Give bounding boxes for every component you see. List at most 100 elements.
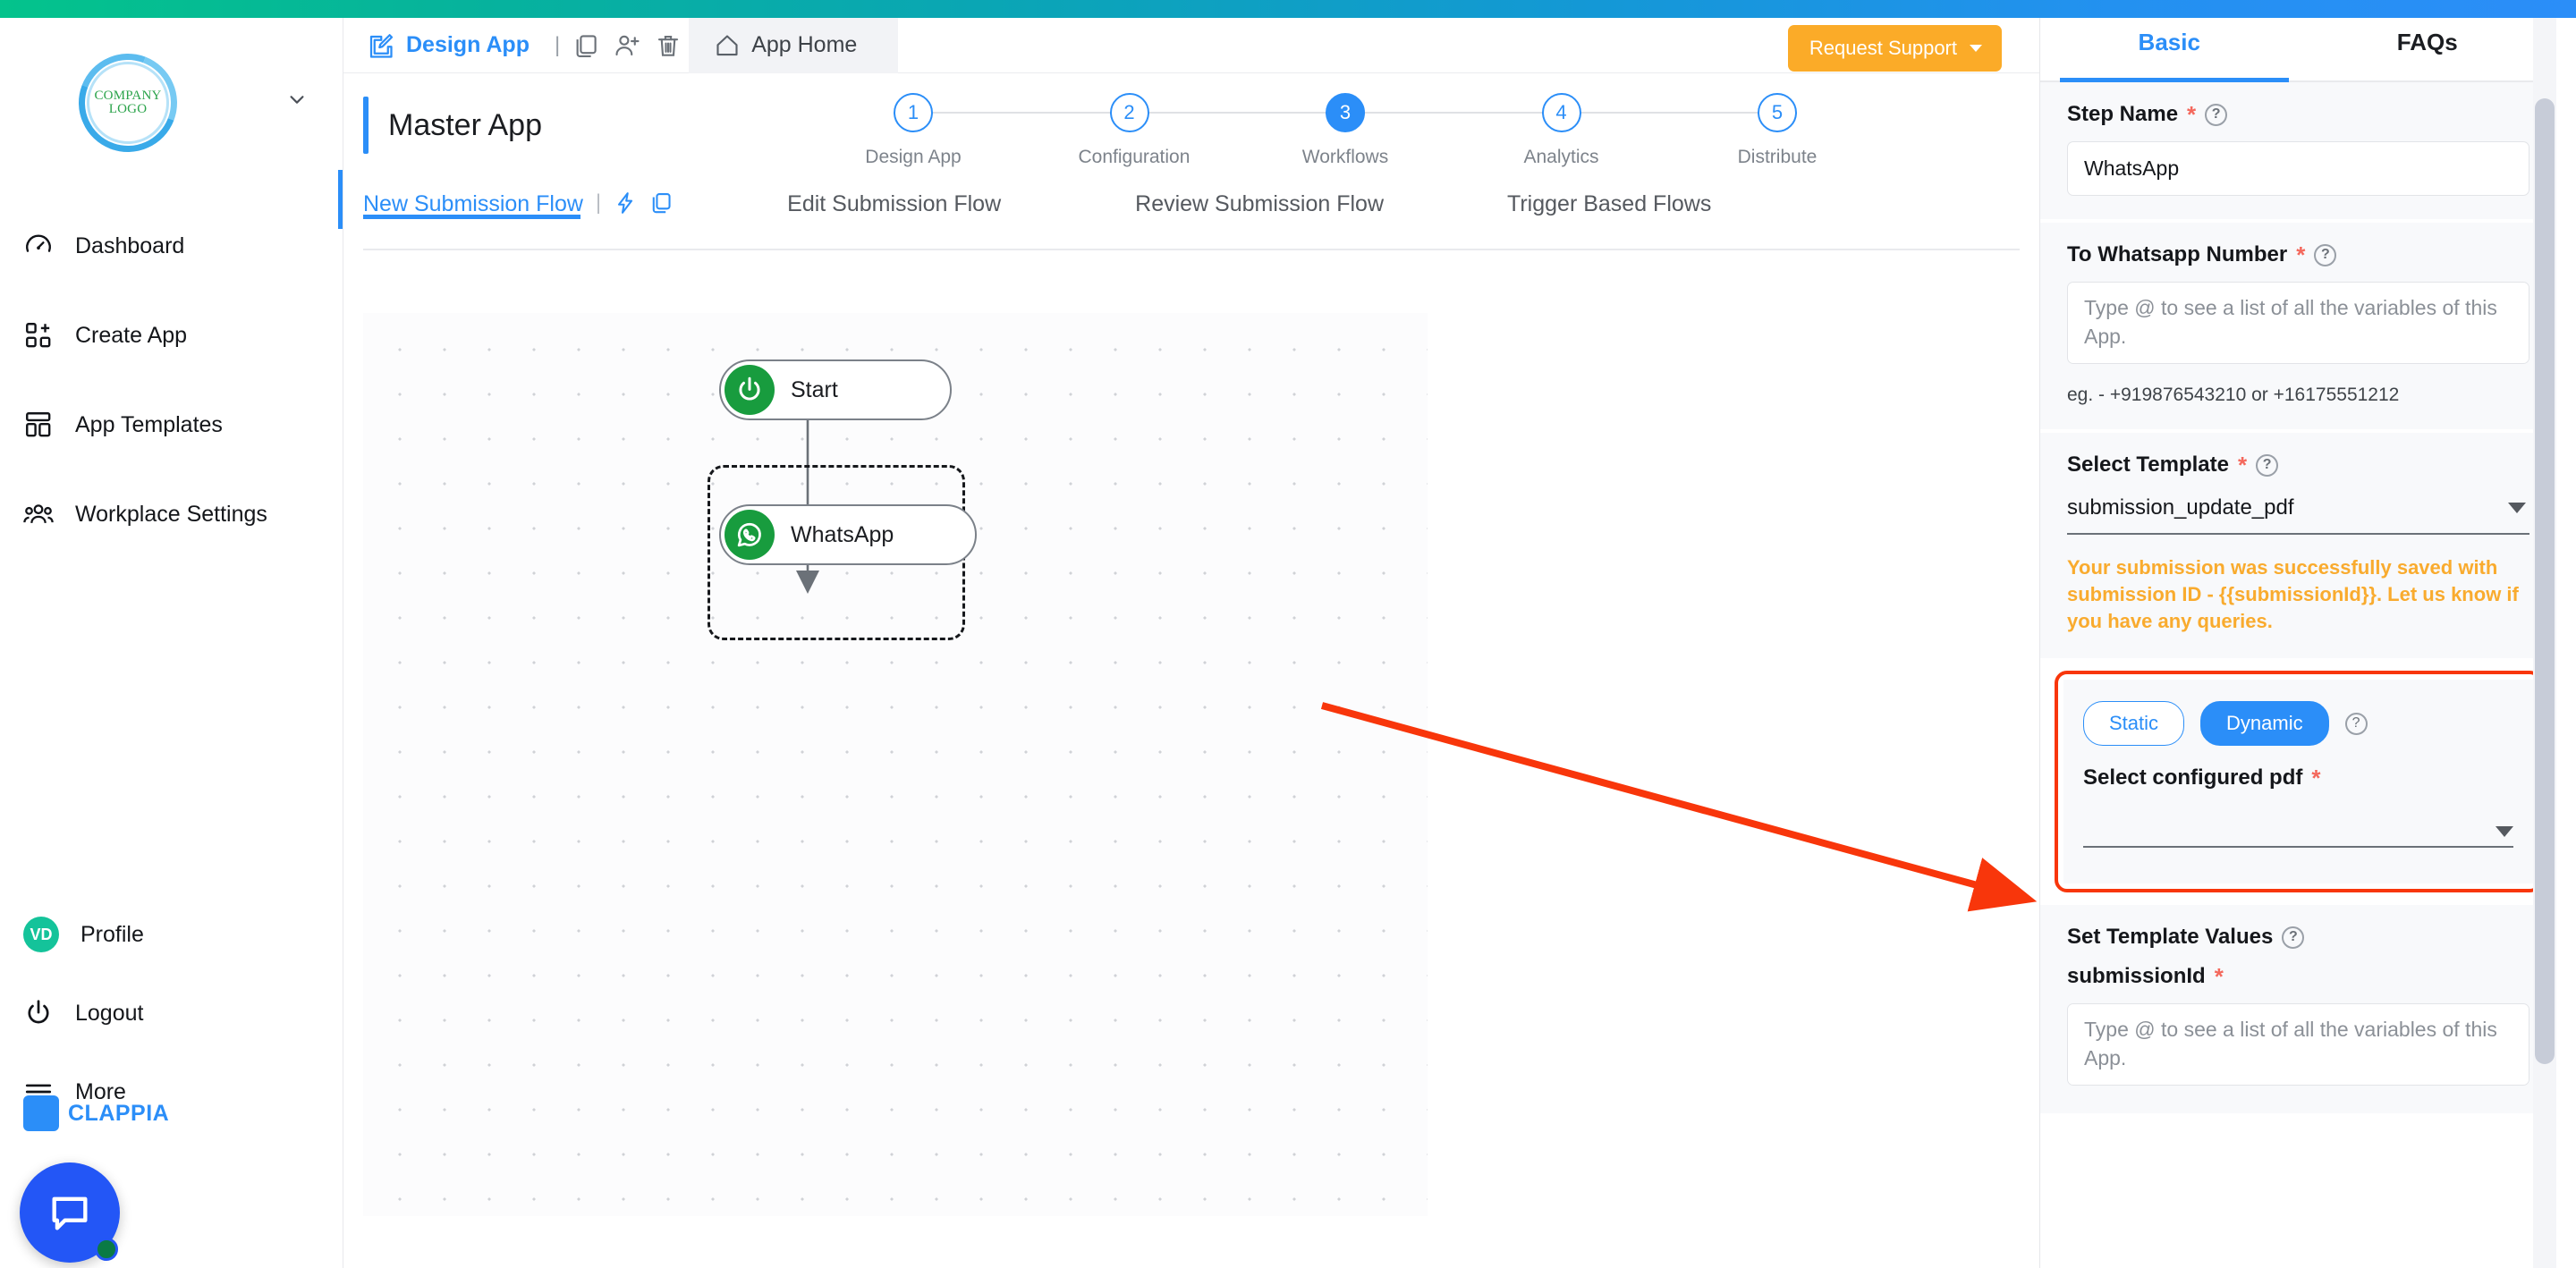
- panel-scrollbar-thumb[interactable]: [2535, 98, 2555, 1064]
- sidebar-item-label: Profile: [80, 921, 144, 947]
- sidebar-item-label: Logout: [75, 1000, 144, 1026]
- tab-review-submission-flow[interactable]: Review Submission Flow: [1135, 191, 1385, 216]
- step-name-input[interactable]: [2067, 141, 2529, 196]
- app-toolbar: Design App | App Home Request Support: [343, 17, 2039, 73]
- chevron-down-icon: [1970, 45, 1982, 52]
- field-set-template-values: Set Template Values ? submissionId *: [2040, 905, 2556, 1113]
- wizard-stepper: 1 Design App 2 Configuration 3 Workflows…: [862, 93, 1828, 168]
- app-home-label: App Home: [751, 32, 858, 57]
- tab-new-submission-flow[interactable]: New Submission Flow: [363, 191, 583, 216]
- help-icon[interactable]: ?: [2205, 103, 2228, 126]
- left-sidebar: COMPANY LOGO Dashboard Create App App Te…: [0, 18, 343, 1268]
- stepper-row: Master App 1 Design App 2 Configuration …: [343, 73, 2039, 188]
- title-accent-bar: [363, 97, 369, 154]
- design-app-label: Design App: [406, 32, 530, 57]
- flow-tabs: New Submission Flow | Edit Submission Fl…: [363, 188, 2020, 250]
- home-icon: [716, 34, 738, 55]
- sidebar-scroll-indicator[interactable]: [338, 170, 343, 229]
- step-config-panel: Basic FAQs Step Name * ? To Whatsapp Num…: [2039, 18, 2556, 1268]
- field-select-template: Select Template * ? submission_update_pd…: [2040, 433, 2556, 658]
- page-title: Master App: [363, 97, 542, 154]
- node-label: Start: [791, 376, 838, 402]
- toolbar-separator: |: [554, 32, 561, 57]
- node-start[interactable]: Start: [719, 359, 952, 420]
- select-template-dropdown[interactable]: submission_update_pdf: [2067, 492, 2529, 535]
- step-connector: [913, 112, 1130, 114]
- step-number[interactable]: 1: [894, 93, 933, 132]
- tab-basic[interactable]: Basic: [2138, 29, 2200, 55]
- chevron-down-icon[interactable]: [287, 89, 307, 109]
- sidebar-item-app-templates[interactable]: App Templates: [0, 402, 343, 447]
- panel-body: Step Name * ? To Whatsapp Number * ? eg.…: [2040, 82, 2556, 1113]
- step-distribute[interactable]: 5 Distribute: [1726, 93, 1828, 168]
- tab-trigger-based-flows[interactable]: Trigger Based Flows: [1507, 191, 1712, 216]
- add-user-icon[interactable]: [614, 32, 640, 59]
- whatsapp-number-hint: eg. - +919876543210 or +16175551212: [2067, 385, 2400, 405]
- sidebar-item-profile[interactable]: VD Profile: [0, 912, 343, 957]
- select-configured-pdf-dropdown[interactable]: [2083, 796, 2513, 848]
- step-number[interactable]: 4: [1541, 93, 1581, 132]
- active-tab-underline: [363, 215, 580, 219]
- step-number[interactable]: 5: [1758, 93, 1797, 132]
- set-template-values-label: Set Template Values: [2067, 925, 2274, 949]
- field-step-name: Step Name * ?: [2040, 82, 2556, 219]
- sidebar-item-label: App Templates: [75, 411, 223, 437]
- step-design-app[interactable]: 1 Design App: [862, 93, 1130, 168]
- required-marker: *: [2214, 963, 2224, 990]
- request-support-label: Request Support: [1809, 37, 1957, 59]
- chat-support-button[interactable]: [20, 1162, 120, 1263]
- template-preview-note: Your submission was successfully saved w…: [2067, 556, 2519, 632]
- step-analytics[interactable]: 4 Analytics: [1511, 93, 1778, 168]
- sidebar-item-dashboard[interactable]: Dashboard: [0, 224, 343, 268]
- tab-faqs[interactable]: FAQs: [2396, 29, 2458, 55]
- chat-bubble-icon: [52, 1196, 88, 1230]
- design-app-tab[interactable]: Design App: [343, 18, 549, 73]
- canvas-horizontal-scrollbar[interactable]: [383, 1193, 1428, 1209]
- request-support-button[interactable]: Request Support: [1787, 25, 2002, 72]
- chevron-down-icon: [2508, 503, 2526, 513]
- step-configuration[interactable]: 2 Configuration: [1078, 93, 1346, 168]
- sidebar-item-create-app[interactable]: Create App: [0, 313, 343, 358]
- static-toggle-button[interactable]: Static: [2083, 701, 2185, 746]
- sidebar-item-logout[interactable]: Logout: [0, 991, 343, 1036]
- panel-scrollbar-track[interactable]: [2533, 18, 2556, 1268]
- whatsapp-icon: [737, 522, 761, 547]
- help-icon[interactable]: ?: [2282, 926, 2305, 949]
- step-label: Configuration: [1078, 147, 1191, 167]
- step-name-label: Step Name: [2067, 102, 2179, 126]
- clappia-logo-icon: [23, 1095, 59, 1131]
- main-content: Design App | App Home Request Support Ma…: [343, 17, 2039, 1268]
- workflow-canvas[interactable]: Start WhatsApp: [363, 313, 1428, 1216]
- step-number[interactable]: 3: [1326, 93, 1365, 132]
- node-whatsapp[interactable]: WhatsApp: [719, 504, 977, 565]
- flow-connector: [796, 420, 819, 594]
- help-icon[interactable]: ?: [2256, 453, 2279, 477]
- edit-icon: [369, 33, 394, 58]
- required-marker: *: [2311, 765, 2321, 791]
- sidebar-item-label: Create App: [75, 322, 188, 348]
- copy-icon[interactable]: [572, 32, 599, 59]
- dynamic-toggle-button[interactable]: Dynamic: [2200, 701, 2329, 746]
- layout-icon: [26, 412, 51, 437]
- select-configured-pdf-label: Select configured pdf: [2083, 765, 2303, 790]
- step-number[interactable]: 2: [1109, 93, 1149, 132]
- whatsapp-badge: [724, 510, 775, 560]
- step-label: Design App: [865, 147, 962, 167]
- sidebar-item-workplace-settings[interactable]: Workplace Settings: [0, 492, 343, 537]
- panel-tabs: Basic FAQs: [2040, 18, 2556, 82]
- whatsapp-number-input[interactable]: [2067, 282, 2529, 364]
- duplicate-icon[interactable]: [649, 190, 673, 216]
- step-connector: [1561, 112, 1778, 114]
- submissionid-input[interactable]: [2067, 1003, 2529, 1086]
- help-icon[interactable]: ?: [2314, 243, 2337, 266]
- step-label: Workflows: [1301, 147, 1389, 167]
- tab-edit-submission-flow[interactable]: Edit Submission Flow: [787, 191, 1002, 216]
- app-home-tab[interactable]: App Home: [689, 17, 899, 73]
- gauge-icon: [26, 234, 51, 252]
- lightning-icon[interactable]: [614, 190, 637, 216]
- online-status-dot: [95, 1238, 118, 1261]
- step-workflows[interactable]: 3 Workflows: [1294, 93, 1562, 168]
- help-icon[interactable]: ?: [2344, 712, 2368, 735]
- trash-icon[interactable]: [655, 32, 682, 59]
- active-tab-underline: [2060, 78, 2289, 82]
